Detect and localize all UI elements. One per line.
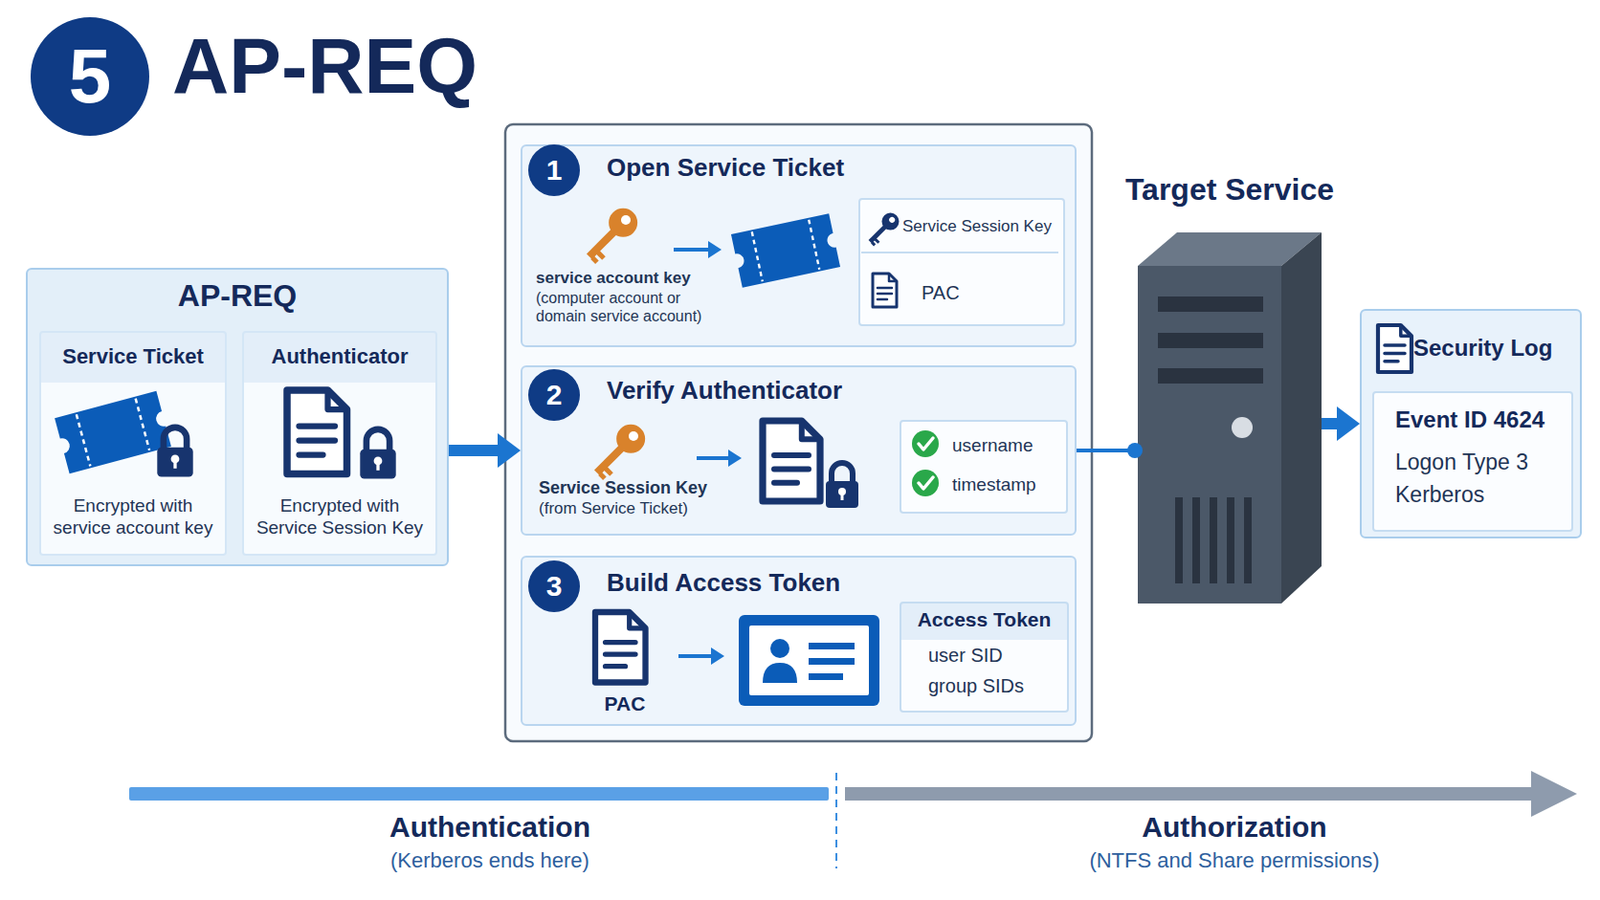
connector-line <box>448 444 500 457</box>
node-text: Encrypted with Service Session Key <box>248 495 431 540</box>
title-badge <box>30 17 150 136</box>
process-container <box>505 124 1092 742</box>
log-box: Security LogEvent ID 4624Logon Type 3 Ker… <box>1359 309 1582 539</box>
event-box: Event ID 4624Logon Type 3 Kerberos <box>1372 391 1574 533</box>
phase-note: (Kerberos ends here) <box>298 848 682 874</box>
diagram-title: AP-REQ <box>172 19 575 113</box>
ticket-box: Service TicketEncrypted with service acc… <box>39 331 227 556</box>
arrow-head <box>1336 406 1360 442</box>
node-heading: Build Access Token <box>606 568 990 599</box>
flow-connector <box>1321 406 1360 442</box>
node-heading: Security Log <box>1413 334 1581 363</box>
authentication-bar <box>129 787 829 801</box>
phase-label: Authentication <box>298 810 682 845</box>
node-heading: Service Ticket <box>39 344 227 370</box>
authenticator-box: AuthenticatorEncrypted with Service Sess… <box>242 331 438 556</box>
node-heading: username <box>952 435 1066 458</box>
ticket-contents-box: Service Session KeyPAC <box>858 198 1066 327</box>
node-text: Service Session Key <box>538 478 769 500</box>
node-heading: Target Service <box>1095 171 1364 208</box>
timeline-arrowhead <box>1531 771 1578 818</box>
node-heading: Open Service Ticket <box>606 153 990 183</box>
authorization-bar <box>844 787 1534 801</box>
message-box: AP-REQ Service TicketEncrypted with servi… <box>25 267 449 567</box>
node-text: Encrypted with service account key <box>42 495 224 540</box>
node-heading: AP-REQ <box>25 277 449 314</box>
phase-divider <box>835 773 838 869</box>
node-heading: Verify Authenticator <box>606 376 990 406</box>
node-text: service account key <box>535 268 766 289</box>
callout-number: 3 <box>534 569 574 604</box>
node-text: (from Service Ticket) <box>538 499 769 519</box>
node-text: (computer account or domain service acco… <box>535 288 728 326</box>
phase-note: (NTFS and Share permissions) <box>1043 848 1426 874</box>
node-text: Kerberos <box>1395 482 1572 510</box>
callout-number: 2 <box>534 377 574 413</box>
node-text: PAC <box>591 691 659 716</box>
node-text: group SIDs <box>928 674 1063 698</box>
step-panel: Build Access TokenPAC Access Token user SI… <box>520 555 1077 727</box>
connector-dot <box>1127 443 1143 459</box>
node-heading: Authenticator <box>242 344 438 370</box>
arrow-head <box>497 433 521 468</box>
step-panel: Verify AuthenticatorService Session Key(… <box>520 365 1077 536</box>
node-heading: Service Session Key <box>902 217 1064 237</box>
callout-number: 1 <box>534 153 574 188</box>
node-heading: Access Token <box>899 607 1069 632</box>
phase-label: Authorization <box>1043 810 1426 845</box>
check-list-box: username timestamp <box>899 420 1068 514</box>
callout-number: 5 <box>42 30 138 123</box>
connector-line <box>1076 448 1138 453</box>
flow-connector <box>1076 443 1143 459</box>
node-text: user SID <box>928 644 1063 667</box>
connector-line <box>1321 418 1339 430</box>
node-text: PAC <box>921 281 1018 305</box>
server-icon <box>1137 232 1322 604</box>
access-token-box: Access Token user SID group SIDs <box>899 601 1069 713</box>
node-text: Logon Type 3 <box>1395 449 1572 477</box>
step-panel: Open Service Ticket service account key(c… <box>520 144 1077 348</box>
node-heading: Event ID 4624 <box>1395 406 1572 435</box>
node-text: timestamp <box>952 474 1066 497</box>
flow-connector <box>448 433 521 468</box>
server-node: Target Service <box>1137 232 1322 604</box>
